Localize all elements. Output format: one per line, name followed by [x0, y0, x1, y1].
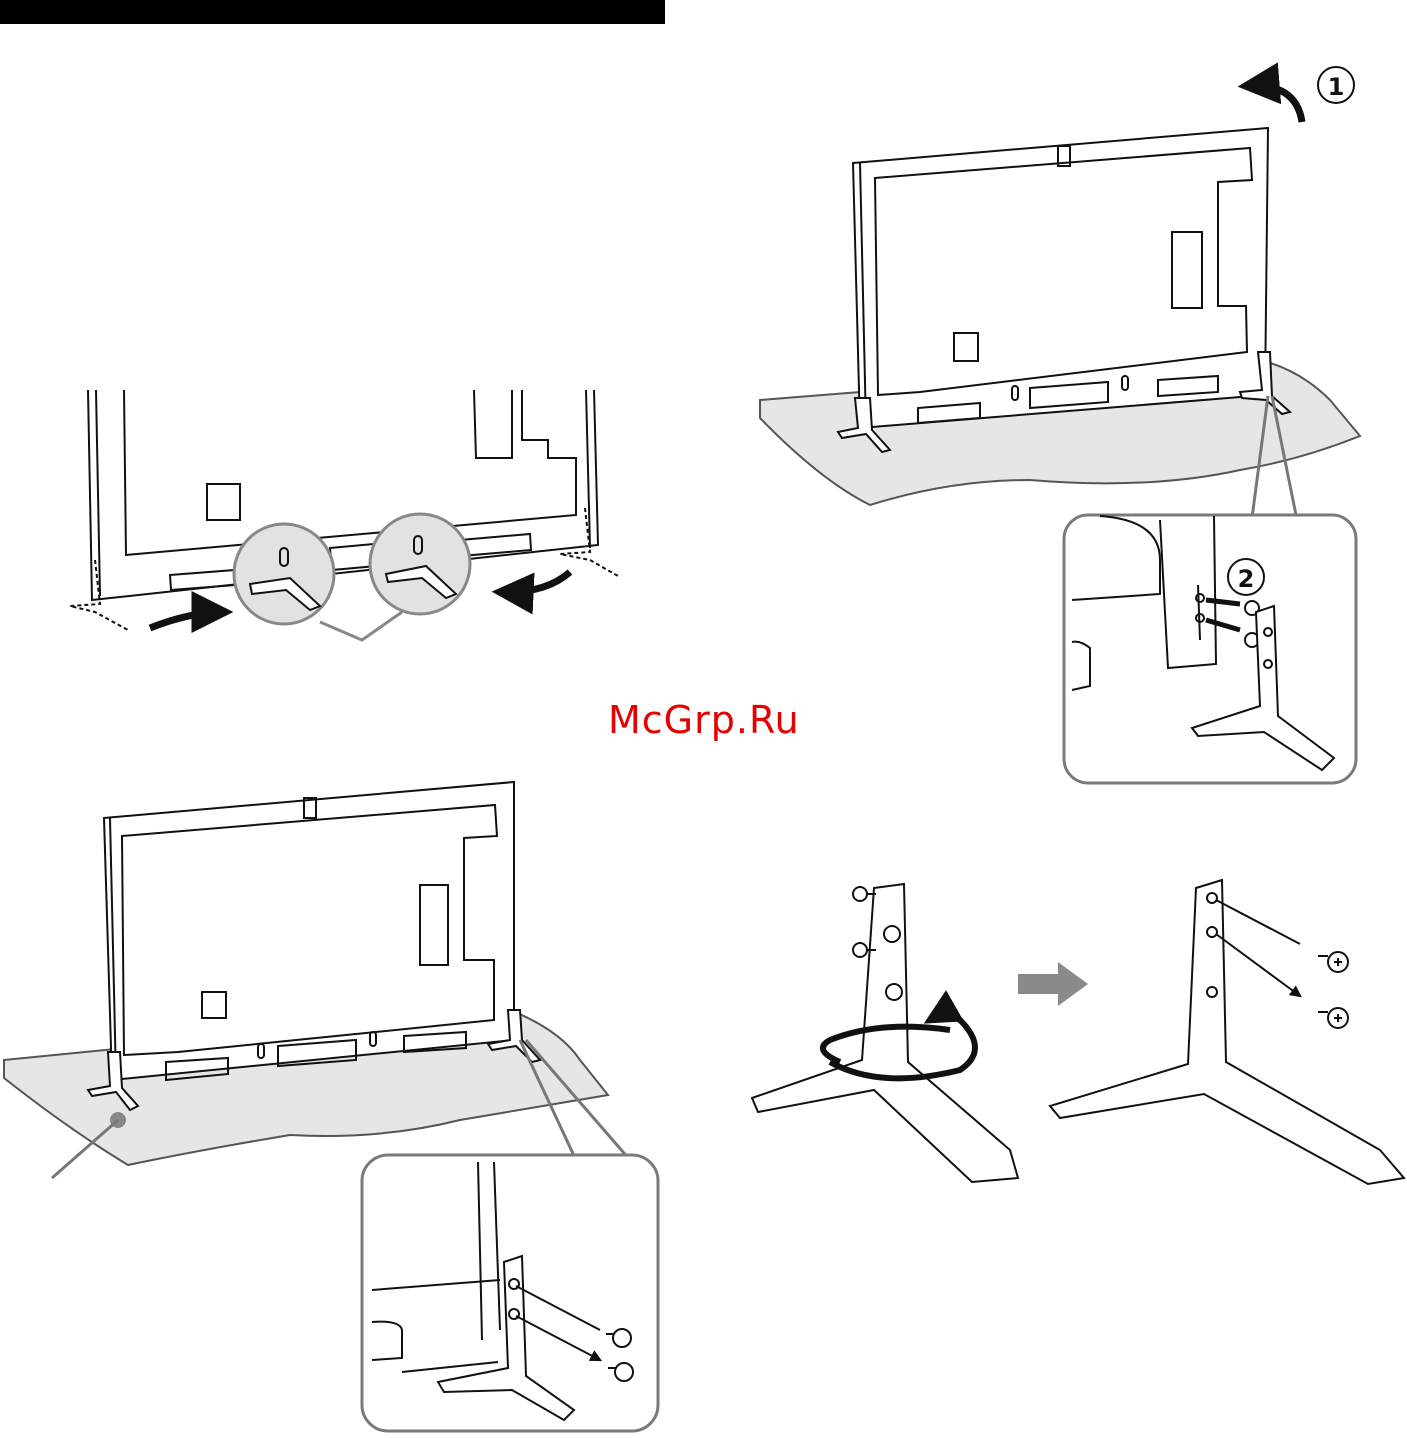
stand-attach-callout — [1064, 515, 1356, 783]
stand-prepare-illustration — [752, 880, 1404, 1184]
screw-fix-callout — [362, 1155, 658, 1431]
watermark-text: McGrp.Ru — [608, 698, 800, 742]
tv-bottom-stand-insert-illustration — [70, 390, 618, 640]
step-marker-attach: 2 — [1227, 558, 1265, 596]
tv-on-stand-illustration — [4, 782, 630, 1178]
tv-rotate-illustration — [760, 86, 1360, 518]
step-marker-rotate: 1 — [1317, 66, 1355, 104]
